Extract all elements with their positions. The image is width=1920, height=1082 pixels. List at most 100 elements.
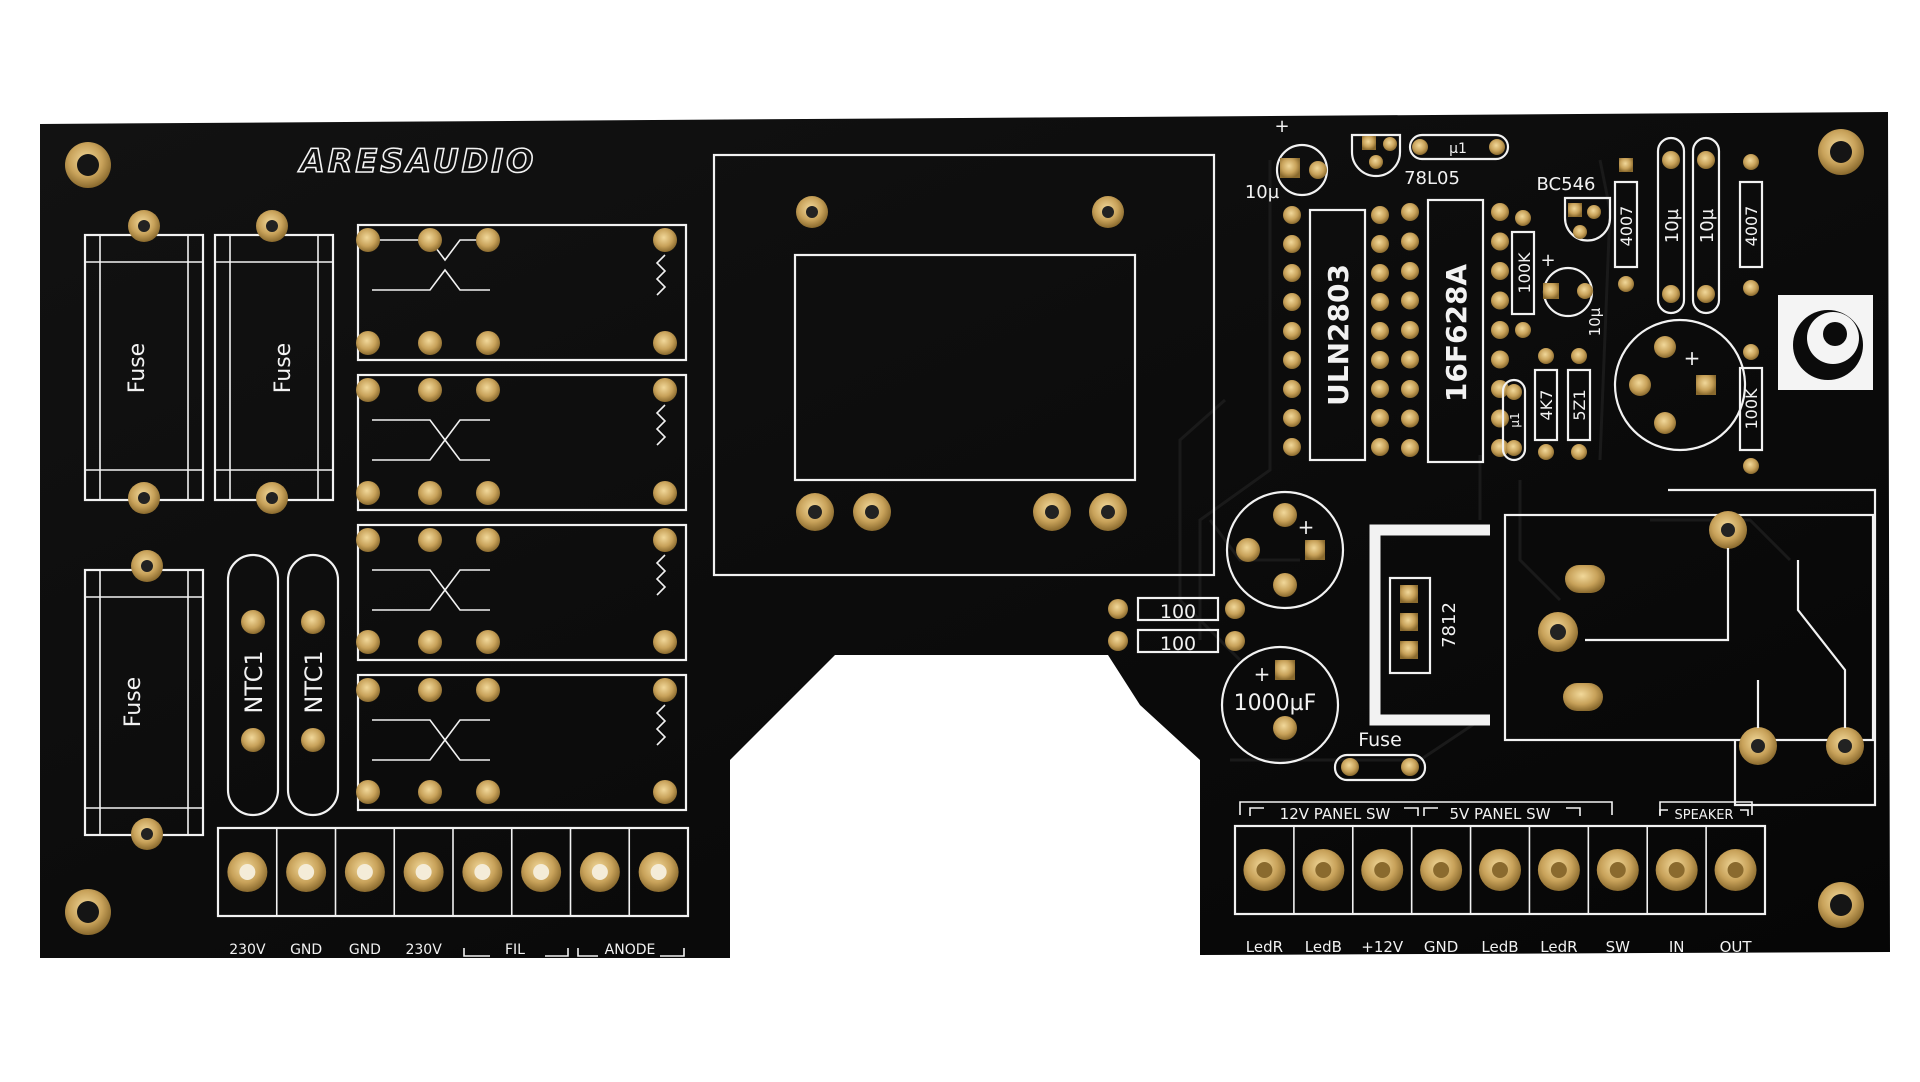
terminal-cell — [1351, 826, 1404, 914]
chip-pin — [1401, 409, 1419, 428]
terminal-label: OUT — [1720, 938, 1753, 956]
chip-pin — [1491, 350, 1509, 369]
fuse-label: Fuse — [271, 343, 296, 393]
zener-label: 5Z1 — [1570, 389, 1589, 420]
relay-coil-icon — [655, 404, 667, 446]
chip-pin — [1283, 322, 1301, 340]
chip-pin — [1283, 206, 1301, 224]
resistor-label: 4K7 — [1537, 390, 1556, 421]
chip-pin — [1283, 264, 1301, 282]
resistor-label: 100 — [1160, 633, 1196, 655]
zener-5z1: 5Z1 — [1566, 348, 1592, 460]
chip-pin — [1401, 439, 1419, 457]
ntc-label: NTC1 — [240, 650, 268, 713]
diode-4007-b: 4007 — [1738, 154, 1764, 296]
chip-pin — [1491, 321, 1509, 339]
chip-pin — [1283, 293, 1301, 311]
terminal-cell — [1705, 826, 1757, 914]
fuse-holder-1: Fuse — [83, 210, 205, 514]
resistor-label: 100K — [1515, 252, 1534, 294]
terminal-cell — [1528, 826, 1580, 914]
terminal-cell — [334, 828, 385, 916]
relay-coil-icon — [655, 254, 667, 296]
terminal-cell — [452, 828, 503, 916]
terminal-label: 230V — [405, 942, 442, 958]
chip-pin — [1491, 232, 1509, 251]
terminal-label: +12V — [1361, 938, 1404, 956]
transistor-label: BC546 — [1537, 174, 1596, 195]
diode-4007-a: 4007 — [1613, 158, 1639, 292]
cap-label: µ1 — [1449, 141, 1467, 157]
fuse-small: Fuse — [1333, 729, 1427, 782]
fuse-holder-3: Fuse — [83, 550, 205, 850]
resistor-label: 100K — [1742, 388, 1761, 430]
cap-10u-tall-a: 10µ — [1656, 136, 1686, 315]
group-anode-label: ANODE — [605, 942, 656, 958]
mounting-holes — [65, 129, 1864, 935]
cap-1000uf: + 1000µF — [1220, 645, 1340, 765]
fuse-label: Fuse — [125, 343, 150, 393]
cap-10u-mid: + 10µ — [1540, 250, 1604, 336]
chip-pin — [1371, 206, 1389, 224]
terminal-cell — [628, 828, 679, 916]
chip-label: ULN2803 — [1322, 264, 1355, 406]
relay-3 — [356, 523, 688, 662]
mounting-hole-icon — [65, 889, 111, 935]
regulator-78l05: 78L05 — [1350, 133, 1460, 189]
terminal-cell — [393, 828, 444, 916]
plus-sign: + — [1298, 515, 1315, 539]
diode-label: 4007 — [1617, 206, 1636, 247]
chip-pin — [1401, 380, 1419, 398]
terminal-cell — [1469, 826, 1521, 914]
mounting-hole-icon — [1818, 129, 1864, 175]
group-12v-label: 12V PANEL SW — [1280, 805, 1391, 823]
cap-label: 10µ — [1662, 208, 1683, 243]
resistor-100-b: 100 — [1108, 628, 1245, 655]
chip-pin — [1401, 350, 1419, 369]
fuse-label: Fuse — [1358, 729, 1402, 751]
plus-sign: + — [1274, 116, 1289, 137]
terminal-cell — [1293, 826, 1345, 914]
regulator-7812: 7812 — [1369, 524, 1490, 726]
terminal-cell — [1646, 826, 1698, 914]
chip-pin — [1491, 203, 1509, 221]
chip-pin — [1371, 351, 1389, 369]
terminal-cell — [227, 852, 268, 892]
group-5v-label: 5V PANEL SW — [1449, 805, 1550, 823]
chip-pin — [1401, 232, 1419, 251]
terminal-label: LedB — [1481, 938, 1518, 956]
terminal-label: 230V — [229, 942, 266, 958]
cap-label: µ1 — [1508, 412, 1522, 427]
terminal-cell — [1410, 826, 1463, 914]
fuse-holder-2: Fuse — [213, 210, 335, 514]
resistor-4k7: 4K7 — [1533, 348, 1559, 460]
resistor-100k-a: 100K — [1510, 210, 1536, 338]
terminal-label: GND — [1424, 938, 1458, 956]
relay-4 — [356, 673, 688, 812]
cap-label: 10µ — [1245, 182, 1280, 203]
ntc-2: NTC1 — [286, 553, 340, 817]
chip-pin — [1283, 380, 1301, 398]
chip-pin — [1371, 409, 1389, 427]
chip-pin — [1371, 264, 1389, 282]
cap-u1-mid: µ1 — [1501, 378, 1527, 462]
chip-pin — [1283, 351, 1301, 369]
terminal-label: IN — [1669, 938, 1685, 956]
pic-16f628a-chip: 16F628A — [1401, 198, 1509, 464]
uln2803-chip: ULN2803 — [1283, 206, 1389, 462]
chip-pin — [1401, 291, 1419, 310]
cap-10u-top: + 10µ — [1245, 116, 1329, 203]
brand-logo: ARESAUDIO — [297, 142, 536, 180]
cap-label: 1000µF — [1234, 691, 1317, 716]
mounting-hole-icon — [1818, 882, 1864, 928]
chip-pin — [1401, 203, 1419, 221]
terminal-cell — [1587, 826, 1639, 914]
terminal-cell — [275, 828, 327, 916]
relay-coil-icon — [655, 704, 667, 746]
chip-pin — [1371, 293, 1389, 311]
regulator-label: 78L05 — [1404, 168, 1460, 189]
chip-pin — [1371, 235, 1389, 253]
chip-pin — [1491, 291, 1509, 310]
terminal-label: LedR — [1246, 938, 1283, 956]
